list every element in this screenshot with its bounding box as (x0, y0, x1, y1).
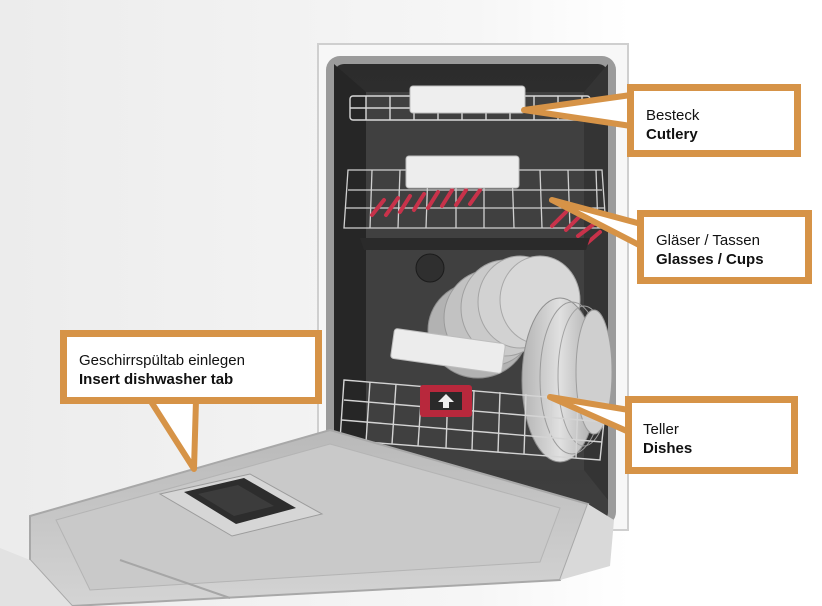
callout-glasses-german: Gläser / Tassen (656, 232, 760, 249)
cutlery-drawer-handle (409, 85, 526, 114)
callout-glasses: Gläser / Tassen Glasses / Cups (637, 210, 812, 284)
callout-tab-german: Geschirrspültab einlegen (79, 352, 245, 369)
lower-basket (339, 379, 607, 461)
detergent-dispenser (158, 473, 324, 537)
callout-tab-english: Insert dishwasher tab (79, 371, 234, 388)
callout-dishes: Teller Dishes (625, 396, 798, 474)
lower-basket-handle (390, 328, 506, 374)
callout-dishes-german: Teller (643, 421, 679, 438)
callout-dishwasher-tab: Geschirrspültab einlegen Insert dishwash… (60, 330, 322, 404)
upper-basket-handle (405, 155, 520, 189)
callout-dishes-english: Dishes (643, 440, 693, 457)
callout-glasses-english: Glasses / Cups (656, 251, 764, 268)
cup-rack-tines (370, 188, 602, 246)
lower-basket-release (420, 385, 472, 417)
callout-cutlery: Besteck Cutlery (627, 84, 801, 157)
callout-cutlery-german: Besteck (646, 107, 700, 124)
up-arrow-icon (438, 394, 454, 408)
callout-pointers (147, 92, 644, 472)
callout-cutlery-english: Cutlery (646, 126, 698, 143)
spray-arm (360, 238, 590, 283)
